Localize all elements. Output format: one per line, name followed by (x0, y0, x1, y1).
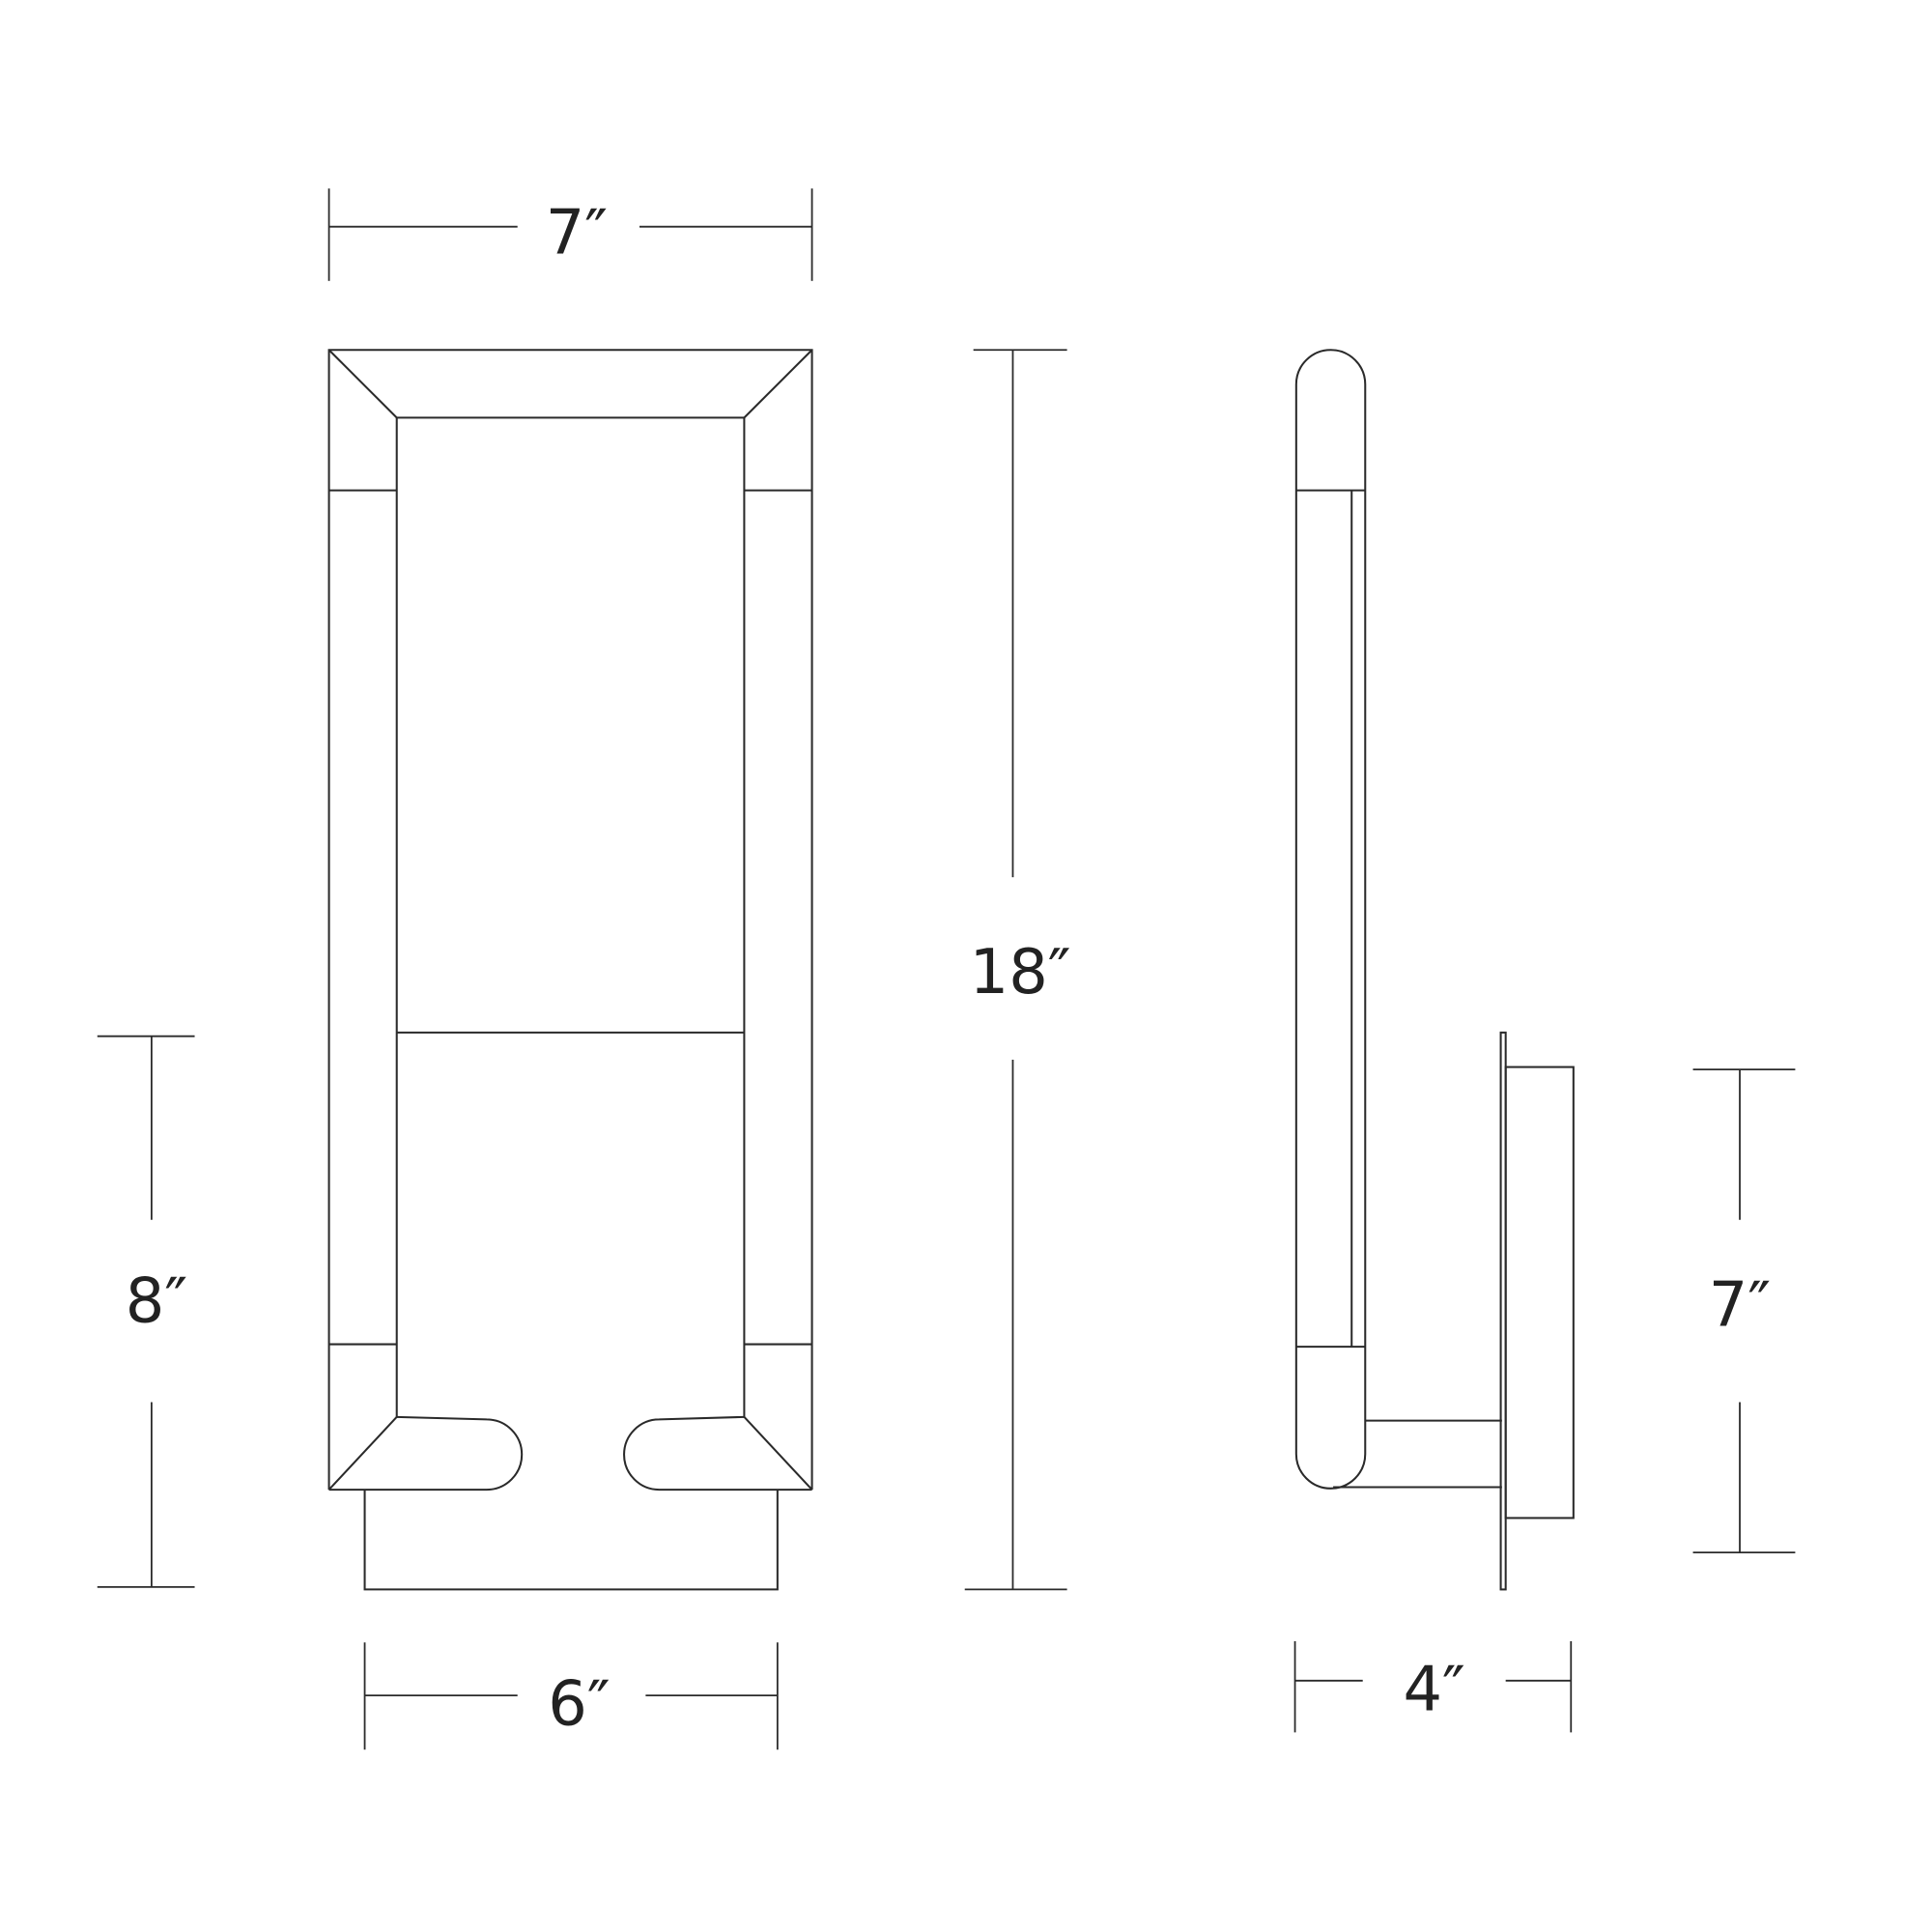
width-label: 7″ (546, 198, 608, 270)
dimension-top-width: 7″ (327, 188, 813, 281)
front-frame-inner (395, 416, 746, 1417)
dimension-backplate-height-front: 8″ (97, 1035, 195, 1588)
height-label: 18″ (970, 937, 1071, 1009)
backplate-height-label: 8″ (126, 1266, 187, 1338)
backplate-width-label: 6″ (548, 1669, 610, 1741)
bevel-top-right (743, 349, 813, 419)
side-backplate-height-label: 7″ (1709, 1269, 1771, 1341)
front-view (327, 349, 813, 1591)
side-view (1294, 349, 1575, 1591)
right-foot-pill (623, 1415, 812, 1492)
left-foot-pill (328, 1415, 524, 1492)
depth-label: 4″ (1403, 1654, 1464, 1725)
canopy-box (1504, 1065, 1575, 1520)
bevel-top-left (327, 349, 398, 419)
front-frame-outer (327, 349, 813, 1491)
front-backplate (363, 1490, 779, 1591)
dimension-overall-height: 18″ (964, 349, 1071, 1591)
dimension-backplate-height-side: 7″ (1692, 1068, 1796, 1554)
side-bar (1294, 349, 1367, 1490)
dimension-backplate-width: 6″ (363, 1642, 779, 1750)
bevel-bottom-right (743, 1416, 813, 1491)
dimension-depth: 4″ (1293, 1640, 1573, 1733)
bevel-bottom-left (327, 1416, 398, 1491)
